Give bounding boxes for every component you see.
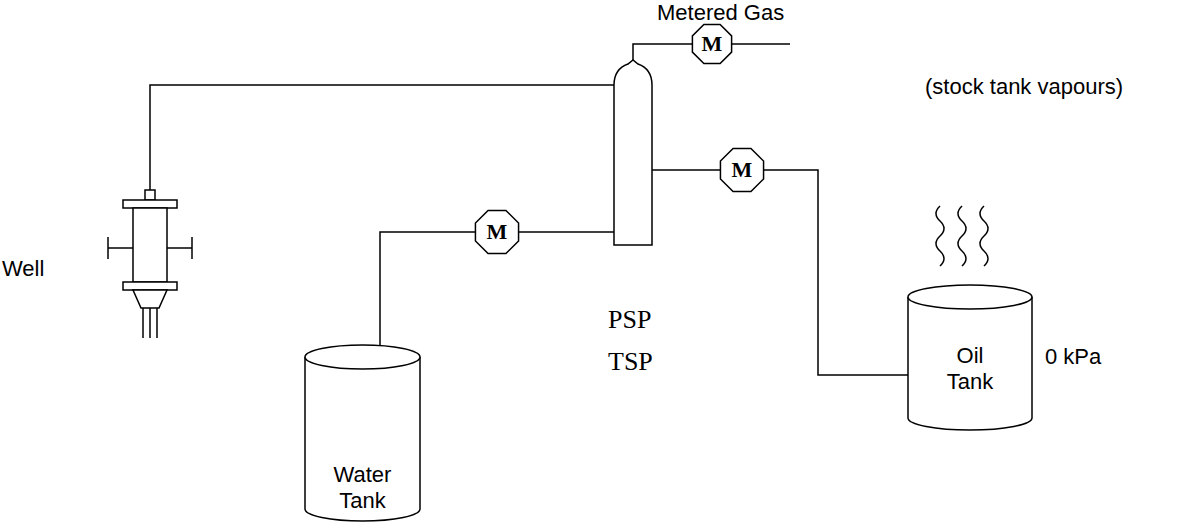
pipe-connector [519,231,614,233]
well-casing [156,308,158,338]
wellhead: Well [105,190,195,340]
meter-symbol: M [475,210,519,254]
pipe-connector [652,169,720,171]
shape-outline [720,148,763,191]
temperature-label: TSP [608,347,653,377]
octagon-outline [475,210,518,253]
meter-letter: M [702,31,723,56]
pipe-connector [150,85,614,190]
cylinder-body [908,297,1032,430]
cylinder-top [908,285,1032,309]
meter-symbol: M [692,24,732,64]
meter-symbol: M [720,148,764,192]
pressure-value: 0 kPa [1045,344,1101,369]
valve-handle [191,237,193,259]
shape-outline [108,190,192,338]
water-tank: Water Tank [305,345,420,521]
well-casing [149,308,151,338]
shape-outline [908,285,1032,430]
well-flange [123,282,177,290]
octagon-outline [720,148,763,191]
vessel-outline [614,60,652,245]
valve-handle [107,237,109,259]
vapour-squiggles [936,206,988,266]
pipe-connector [633,44,692,60]
shape-outline [305,345,420,521]
tank-label: Oil Tank [940,343,1000,394]
valve-stem [167,247,192,249]
shape-outline [475,210,518,253]
well-body [133,208,167,282]
gas-label: Metered Gas [657,0,784,25]
vapour-line [958,206,966,266]
well-flange [123,200,177,208]
cylinder-body [305,357,420,521]
well-cone [133,290,167,308]
shape-outline [614,60,652,245]
pipe-connector [380,232,475,346]
cylinder-top [305,345,420,369]
meter-letter: M [732,157,753,182]
vapour-label: (stock tank vapours) [925,74,1123,99]
pressure-label: PSP [608,305,651,335]
shape-svg [105,190,195,340]
well-stub [145,190,155,200]
pipe-connector [764,170,908,375]
shape-outline [692,24,731,63]
octagon-outline [692,24,731,63]
valve-stem [108,247,133,249]
vapour-line [980,206,988,266]
shape-svg [614,60,652,245]
separator-vessel: PSPTSP [614,60,652,245]
gas-outlet-pipe [732,43,790,45]
well-label: Well [2,256,44,281]
vapour-line [936,206,944,266]
meter-letter: M [487,219,508,244]
well-casing [142,308,144,338]
oil-tank: Oil Tank [908,285,1032,430]
tank-label: Water Tank [323,462,403,513]
